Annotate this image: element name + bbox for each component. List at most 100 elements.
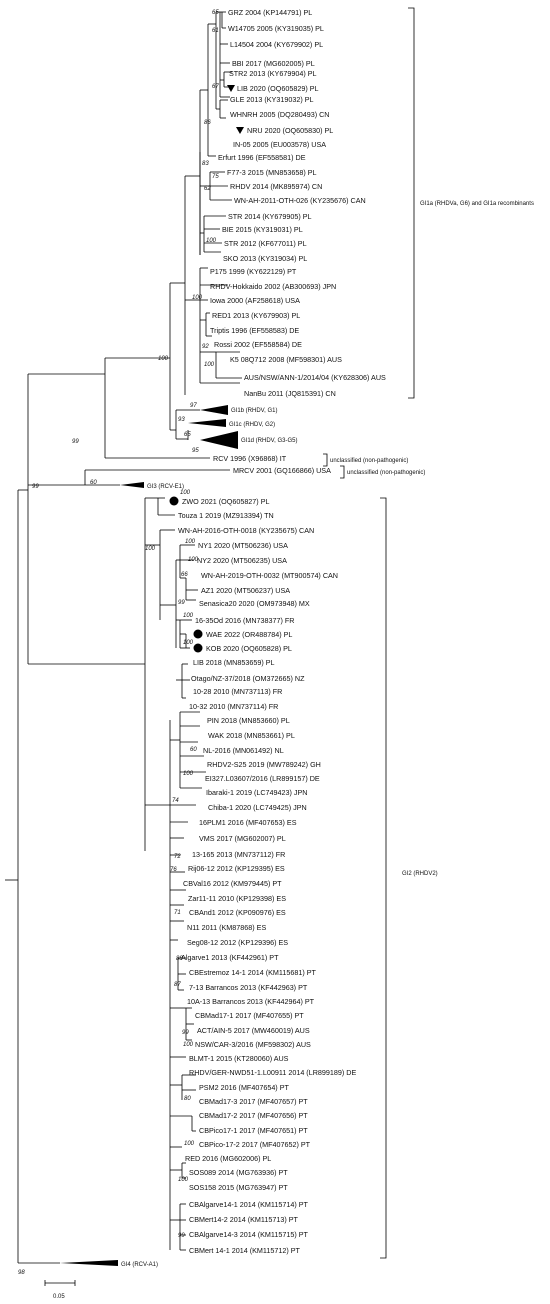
taxon-label: Rij06-12 2012 (KP129395) ES bbox=[188, 864, 285, 873]
taxon-label: WHNRH 2005 (DQ280493) CN bbox=[230, 110, 329, 119]
taxon-label: STR 2014 (KY679905) PL bbox=[228, 212, 312, 221]
lib2020-triangle-marker bbox=[227, 85, 235, 92]
taxon-label: NY1 2020 (MT506236) USA bbox=[198, 541, 288, 550]
taxon-label: Otago/NZ-37/2018 (OM372665) NZ bbox=[191, 674, 305, 683]
taxon-label: RCV 1996 (X96868) IT bbox=[213, 454, 287, 463]
bootstrap-value: 100 bbox=[204, 362, 215, 368]
taxon-label: 16PLM1 2016 (MF407653) ES bbox=[199, 818, 297, 827]
bootstrap-value: 83 bbox=[202, 161, 209, 167]
gi3-triangle bbox=[120, 482, 144, 488]
bootstrap-value: 74 bbox=[172, 798, 179, 804]
taxon-label: Iowa 2000 (AF258618) USA bbox=[210, 296, 300, 305]
taxon-label: NSW/CAR-3/2016 (MF598302) AUS bbox=[195, 1040, 311, 1049]
bootstrap-value: 97 bbox=[190, 403, 197, 409]
collapsed-clades bbox=[60, 405, 238, 1266]
taxon-label: 16-35Od 2016 (MN738377) FR bbox=[195, 616, 294, 625]
taxon-label: Erfurt 1996 (EF558581) DE bbox=[218, 153, 306, 162]
taxon-label: CBAnd1 2012 (KP090976) ES bbox=[189, 908, 286, 917]
taxon-label: KOB 2020 (OQ605828) PL bbox=[206, 644, 292, 653]
taxon-label: Rossi 2002 (EF558584) DE bbox=[214, 340, 302, 349]
bootstrap-value: 100 bbox=[206, 238, 217, 244]
bootstrap-value: 60 bbox=[190, 747, 197, 753]
taxon-label: SKO 2013 (KY319034) PL bbox=[223, 254, 307, 263]
taxon-label: WN-AH-2011-OTH-026 (KY235676) CAN bbox=[234, 196, 366, 205]
taxon-label: F77-3 2015 (MN853658) PL bbox=[227, 168, 317, 177]
bootstrap-value: 100 bbox=[192, 295, 203, 301]
taxon-label: P175 1999 (KY622129) PT bbox=[210, 267, 297, 276]
taxon-label: 10-28 2010 (MN737113) FR bbox=[193, 687, 282, 696]
rcv-unclassified-label: unclassified (non-pathogenic) bbox=[330, 458, 408, 464]
kob2020-circle-marker bbox=[193, 643, 203, 653]
scale-bar-label: 0.05 bbox=[53, 1294, 65, 1300]
taxon-label: PSM2 2016 (MF407654) PT bbox=[199, 1083, 289, 1092]
taxon-label: NRU 2020 (OQ605830) PL bbox=[247, 126, 333, 135]
bootstrap-value: 100 bbox=[188, 557, 199, 563]
bootstrap-value: 100 bbox=[185, 539, 196, 545]
taxon-label: W14705 2005 (KY319035) PL bbox=[228, 24, 324, 33]
bootstrap-value: 92 bbox=[202, 344, 209, 350]
taxon-label: RHDV/GER-NWD51-1.L00911 2014 (LR899189) … bbox=[189, 1068, 356, 1077]
taxon-label: Triptis 1996 (EF558583) DE bbox=[210, 326, 299, 335]
taxon-label: RHDV2-S25 2019 (MW789242) GH bbox=[207, 760, 321, 769]
bootstrap-value: 99 bbox=[178, 600, 185, 606]
taxon-labels: GRZ 2004 (KP144791) PL W14705 2005 (KY31… bbox=[178, 8, 386, 1255]
bootstrap-value: 71 bbox=[174, 910, 181, 916]
bootstrap-value: 100 bbox=[180, 490, 191, 496]
taxon-label: RED1 2013 (KY679903) PL bbox=[212, 311, 300, 320]
taxon-label: Chiba-1 2020 (LC749425) JPN bbox=[208, 803, 307, 812]
bootstrap-value: 88 bbox=[176, 956, 183, 962]
taxon-label: K5 08Q712 2008 (MF598301) AUS bbox=[230, 355, 342, 364]
strain-markers bbox=[169, 85, 244, 653]
taxon-label: CBPico17-1 2017 (MF407651) PT bbox=[199, 1126, 308, 1135]
collapsed-labels: GI1b (RHDV, G1) GI1c (RHDV, G2) GI1d (RH… bbox=[121, 408, 297, 1268]
taxon-label: ZWO 2021 (OQ605827) PL bbox=[182, 497, 270, 506]
taxon-label: SOS158 2015 (MG763947) PT bbox=[189, 1183, 288, 1192]
taxon-label: NY2 2020 (MT506235) USA bbox=[197, 556, 287, 565]
taxon-label: LIB 2018 (MN853659) PL bbox=[193, 658, 275, 667]
gi2-clade-label: GI2 (RHDV2) bbox=[402, 871, 438, 877]
bootstrap-value: 99 bbox=[182, 1030, 189, 1036]
taxon-label: IN-05 2005 (EU003578) USA bbox=[233, 140, 326, 149]
taxon-label: 10-32 2010 (MN737114) FR bbox=[189, 702, 278, 711]
bootstrap-value: 98 bbox=[18, 1270, 25, 1276]
bootstrap-value: 99 bbox=[72, 439, 79, 445]
taxon-label: AZ1 2020 (MT506237) USA bbox=[201, 586, 290, 595]
bootstrap-value: 93 bbox=[178, 417, 185, 423]
gi1d-label: GI1d (RHDV, G3-G5) bbox=[241, 438, 297, 444]
bootstrap-value: 60 bbox=[90, 480, 97, 486]
taxon-label: SOS089 2014 (MG763936) PT bbox=[189, 1168, 288, 1177]
taxon-label: GRZ 2004 (KP144791) PL bbox=[228, 8, 312, 17]
bootstrap-value: 100 bbox=[178, 1177, 189, 1183]
taxon-label: Touza 1 2019 (MZ913394) TN bbox=[178, 511, 274, 520]
bootstrap-value: 76 bbox=[170, 867, 177, 873]
taxon-label: LIB 2020 (OQ605829) PL bbox=[237, 84, 319, 93]
taxon-label: NL-2016 (MN061492) NL bbox=[203, 746, 284, 755]
taxon-label: Senasica20 2020 (OM973948) MX bbox=[199, 599, 310, 608]
gi1b-triangle bbox=[200, 405, 228, 415]
bootstrap-value: 80 bbox=[184, 1096, 191, 1102]
bootstrap-value: 65 bbox=[184, 432, 191, 438]
bootstrap-value: 100 bbox=[145, 546, 156, 552]
bootstrap-value: 100 bbox=[184, 1141, 195, 1147]
taxon-label: CBAlgarve14-3 2014 (KM115715) PT bbox=[189, 1230, 309, 1239]
taxon-label: Seg08-12 2012 (KP129396) ES bbox=[187, 938, 288, 947]
taxon-label: BBI 2017 (MG602005) PL bbox=[232, 59, 315, 68]
bootstrap-value: 100 bbox=[183, 640, 194, 646]
taxon-label: CBMert14-2 2014 (KM115713) PT bbox=[189, 1215, 299, 1224]
bootstrap-value: 100 bbox=[183, 771, 194, 777]
taxon-label: N11 2011 (KM87868) ES bbox=[187, 923, 266, 932]
taxon-label: GLE 2013 (KY319032) PL bbox=[230, 95, 314, 104]
taxon-label: WN-AH-2019-OTH-0032 (MT900574) CAN bbox=[201, 571, 338, 580]
bootstrap-value: 62 bbox=[204, 186, 211, 192]
clade-brackets: GI1a (RHDVa, G6) and GI1a recombinants u… bbox=[323, 7, 534, 1259]
taxon-label: PIN 2018 (MN853660) PL bbox=[207, 716, 290, 725]
gi4-label: GI4 (RCV-A1) bbox=[121, 1262, 158, 1268]
bootstrap-value: 99 bbox=[32, 484, 39, 490]
taxon-label: Algarve1 2013 (KF442961) PT bbox=[181, 953, 279, 962]
bootstrap-value: 99 bbox=[178, 1233, 185, 1239]
taxon-label: CBMad17-1 2017 (MF407655) PT bbox=[195, 1011, 304, 1020]
taxon-label: 10A-13 Barrancos 2013 (KF442964) PT bbox=[187, 997, 315, 1006]
scale-bar: 0.05 bbox=[44, 1280, 76, 1300]
bootstrap-value: 86 bbox=[204, 120, 211, 126]
nru2020-triangle-marker bbox=[236, 127, 244, 134]
